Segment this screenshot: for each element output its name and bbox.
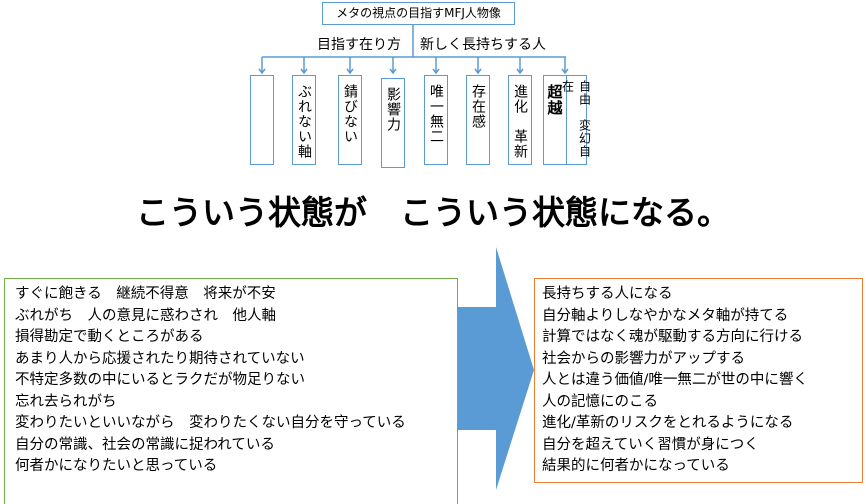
- after-item: 人とは違う価値/唯一無二が世の中に響く: [542, 372, 808, 388]
- before-item: あまり人から応援されたり期待されていない: [15, 350, 305, 367]
- drop-connector: [389, 57, 397, 75]
- before-item: 変わりたいといいながら 変わりたくない自分を守っている: [15, 415, 406, 431]
- before-item: 何者かになりたいと思っている: [15, 458, 218, 474]
- before-item: 損得勘定で動くところがある: [15, 329, 204, 345]
- pillar-label: 進化 革新: [512, 84, 528, 159]
- drop-connector: [258, 57, 266, 75]
- pillar-box-freedom: 自由 変幻自在: [561, 75, 592, 165]
- pillar-label: 錆びない: [342, 84, 358, 144]
- before-item: ぶれがち 人の意見に惑わされ 他人軸: [15, 307, 276, 324]
- pillar-label: ぶれない軸: [296, 84, 312, 159]
- drop-connector: [432, 57, 440, 75]
- pillar-box-unique: 唯一無二: [424, 75, 448, 165]
- subtitle-left: 目指す在り方: [317, 37, 401, 53]
- pillar-label: 影響力: [385, 87, 401, 132]
- headline: こういう状態が こういう状態になる。: [136, 193, 730, 232]
- subtitle-right: 新しく長持ちする人: [420, 37, 546, 53]
- after-item: 計算ではなく魂が駆動する方向に行ける: [542, 329, 803, 345]
- drop-connector: [346, 57, 354, 75]
- right-arrow: [458, 247, 534, 490]
- after-item: 社会からの影響力がアップする: [542, 350, 745, 367]
- drop-connector: [516, 57, 524, 75]
- pillar-label: 唯一無二: [428, 84, 444, 144]
- title-box: メタの視点の目指すMFJ人物像: [322, 2, 515, 25]
- drop-connector: [474, 57, 482, 75]
- after-item: 進化/革新のリスクをとれるようになる: [542, 415, 794, 431]
- pillar-box-evolution: 進化 革新: [508, 75, 532, 165]
- after-item: 自分を超えていく習慣が身につく: [542, 436, 759, 453]
- pillar-label: 超越: [545, 84, 564, 116]
- before-item: 不特定多数の中にいるとラクだが物足りない: [15, 372, 305, 388]
- pillar-box-presence: 存在感: [466, 75, 490, 165]
- before-item: 忘れ去られがち: [15, 393, 117, 410]
- after-item: 結果的に何者かになっている: [542, 458, 730, 474]
- before-item: 自分の常識、社会の常識に捉われている: [15, 436, 275, 453]
- before-state-box: すぐに飽きる 継続不得意 将来が不安 ぶれがち 人の意見に惑わされ 他人軸 損得…: [4, 278, 458, 504]
- after-state-box: 長持ちする人になる 自分軸よりしなやかなメタ軸が持てる 計算ではなく魂が駆動する…: [534, 278, 863, 483]
- pillar-label: 自由 変幻自在: [560, 80, 592, 158]
- pillar-box-influence: 影響力: [381, 78, 405, 168]
- pillar-box-empty: [250, 75, 274, 165]
- after-item: 長持ちする人になる: [542, 286, 673, 302]
- pillar-label: 存在感: [470, 84, 486, 129]
- after-item: 人の記憶にのこる: [542, 393, 658, 410]
- drop-connector: [300, 57, 308, 75]
- pillar-box-unwavering-axis: ぶれない軸: [292, 75, 316, 165]
- pillar-box-rustless: 錆びない: [338, 75, 362, 165]
- before-item: すぐに飽きる 継続不得意 将来が不安: [15, 286, 276, 302]
- after-item: 自分軸よりしなやかなメタ軸が持てる: [542, 307, 789, 324]
- drop-connector: [561, 57, 569, 75]
